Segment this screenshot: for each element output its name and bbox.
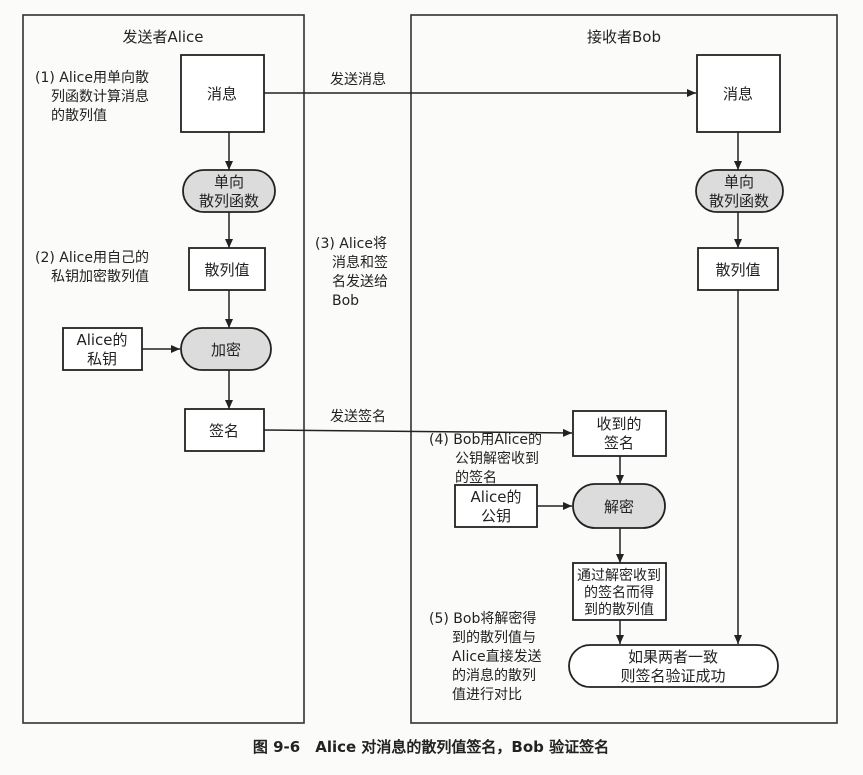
note-step-2: (2) Alice用自己的 私钥加密散列值 bbox=[35, 250, 149, 285]
node-alice-public-key-line1: Alice的 bbox=[470, 488, 521, 506]
node-alice-hash-function-line1: 单向 bbox=[214, 173, 244, 191]
node-alice-hash-function-line2: 散列函数 bbox=[199, 192, 259, 210]
note-step-3-line1: (3) Alice将 bbox=[315, 236, 387, 252]
receiver-panel bbox=[410, 14, 838, 724]
node-decrypt-text: 解密 bbox=[604, 498, 634, 516]
node-encrypt-text: 加密 bbox=[211, 341, 241, 359]
node-encrypt: 加密 bbox=[180, 327, 272, 371]
node-bob-hash-function: 单向 散列函数 bbox=[695, 169, 784, 213]
node-alice-message: 消息 bbox=[180, 54, 265, 133]
note-step-3-line3: 名发送给 bbox=[332, 274, 388, 290]
note-step-1-line2: 列函数计算消息 bbox=[51, 88, 149, 105]
note-step-3: (3) Alice将 消息和签 名发送给 Bob bbox=[315, 236, 388, 309]
node-result: 如果两者一致 则签名验证成功 bbox=[568, 644, 779, 688]
figure-caption: 图 9-6 Alice 对消息的散列值签名，Bob 验证签名 bbox=[253, 738, 609, 756]
note-step-5-line5: 值进行对比 bbox=[452, 687, 522, 703]
node-decrypted-hash: 通过解密收到 的签名而得 到的散列值 bbox=[572, 562, 667, 621]
node-decrypt: 解密 bbox=[572, 483, 666, 529]
sender-panel-title: 发送者Alice bbox=[122, 28, 203, 46]
note-step-5: (5) Bob将解密得 到的散列值与 Alice直接发送 的消息的散列 值进行对… bbox=[429, 610, 542, 703]
node-alice-hash-value-text: 散列值 bbox=[204, 261, 249, 279]
node-received-signature-line2: 签名 bbox=[604, 434, 634, 452]
note-step-2-line1: (2) Alice用自己的 bbox=[35, 250, 149, 266]
node-bob-hash-value-text: 散列值 bbox=[715, 261, 760, 279]
arrow-send-signature bbox=[263, 428, 573, 437]
note-step-3-line2: 消息和签 bbox=[332, 254, 388, 271]
node-alice-public-key: Alice的 公钥 bbox=[454, 484, 538, 528]
receiver-panel-title: 接收者Bob bbox=[587, 28, 661, 46]
node-received-signature: 收到的 签名 bbox=[572, 410, 667, 457]
node-result-line2: 则签名验证成功 bbox=[620, 667, 725, 685]
node-alice-private-key: Alice的 私钥 bbox=[62, 327, 143, 371]
node-alice-public-key-line2: 公钥 bbox=[481, 507, 511, 525]
node-alice-private-key-line2: 私钥 bbox=[87, 350, 117, 368]
node-decrypted-hash-line3: 到的散列值 bbox=[584, 602, 654, 618]
label-send-signature: 发送签名 bbox=[330, 408, 386, 425]
note-step-5-line4: 的消息的散列 bbox=[452, 667, 536, 684]
node-signature: 签名 bbox=[184, 408, 265, 452]
node-bob-hash-function-line2: 散列函数 bbox=[709, 192, 769, 210]
note-step-1: (1) Alice用单向散 列函数计算消息 的散列值 bbox=[35, 70, 149, 124]
node-bob-message-text: 消息 bbox=[723, 85, 753, 103]
node-bob-message: 消息 bbox=[696, 54, 781, 133]
label-send-message: 发送消息 bbox=[330, 71, 386, 88]
node-alice-hash-value: 散列值 bbox=[188, 247, 266, 291]
note-step-5-line2: 到的散列值与 bbox=[452, 630, 536, 646]
note-step-1-line1: (1) Alice用单向散 bbox=[35, 70, 149, 86]
node-decrypted-hash-line2: 的签名而得 bbox=[584, 584, 654, 601]
node-alice-private-key-line1: Alice的 bbox=[76, 331, 127, 349]
node-decrypted-hash-line1: 通过解密收到 bbox=[577, 567, 661, 584]
note-step-4: (4) Bob用Alice的 公钥解密收到 的签名 bbox=[429, 432, 542, 486]
note-step-5-line3: Alice直接发送 bbox=[452, 648, 542, 665]
note-step-1-line3: 的散列值 bbox=[51, 108, 107, 124]
node-received-signature-line1: 收到的 bbox=[596, 415, 641, 433]
node-bob-hash-value: 散列值 bbox=[697, 247, 779, 291]
sender-panel bbox=[22, 14, 305, 724]
node-alice-message-text: 消息 bbox=[207, 85, 237, 103]
node-bob-hash-function-line1: 单向 bbox=[724, 173, 754, 191]
note-step-4-line1: (4) Bob用Alice的 bbox=[429, 432, 542, 448]
node-signature-text: 签名 bbox=[209, 422, 239, 440]
note-step-2-line2: 私钥加密散列值 bbox=[51, 268, 149, 285]
note-step-3-line4: Bob bbox=[332, 293, 359, 309]
node-alice-hash-function: 单向 散列函数 bbox=[182, 169, 276, 213]
note-step-4-line2: 公钥解密收到 bbox=[455, 450, 539, 467]
note-step-5-line1: (5) Bob将解密得 bbox=[429, 610, 536, 627]
node-result-line1: 如果两者一致 bbox=[628, 648, 718, 666]
note-step-4-line3: 的签名 bbox=[455, 469, 497, 486]
